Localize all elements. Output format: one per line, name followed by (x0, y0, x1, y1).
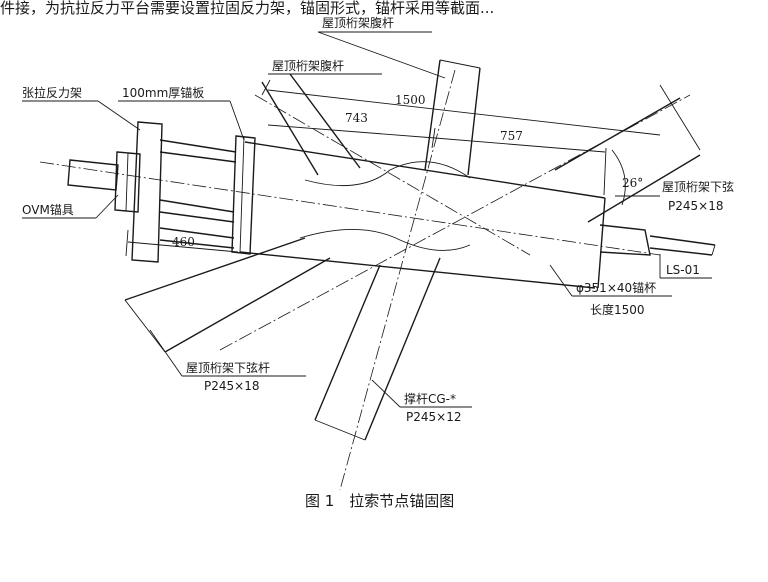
label-ovm: OVM锚具 (22, 202, 74, 217)
label-anchor-plate: 100mm厚锚板 (122, 85, 204, 100)
label-lower-chord-right: 屋顶桁架下弦 (662, 179, 734, 194)
reaction-frame (131, 121, 237, 263)
lower-chord-member (124, 84, 701, 353)
dimension-lines (125, 79, 661, 257)
brace-member (314, 257, 441, 441)
figure-caption: 图 1 拉索节点锚固图 (305, 492, 454, 510)
leader-lines (22, 31, 712, 408)
label-cable: LS-01 (666, 263, 700, 277)
label-reaction-frame: 张拉反力架 (22, 85, 82, 100)
label-cup-length: 长度1500 (590, 302, 645, 317)
ovm-anchorage (67, 151, 141, 213)
dim-460: 460 (172, 235, 195, 249)
dim-angle: 26° (622, 176, 643, 190)
anchor-plate (231, 135, 256, 255)
label-cup: φ351×40锚杯 (576, 280, 656, 295)
label-lower-chord-right-size: P245×18 (668, 199, 723, 213)
label-brace: 撑杆CG-* (404, 391, 456, 406)
label-lower-chord-left-size: P245×18 (204, 379, 259, 393)
web-member-vertical (424, 59, 481, 176)
dim-757: 757 (500, 129, 523, 143)
label-web-top: 屋顶桁架腹杆 (322, 16, 394, 30)
dim-1500: 1500 (395, 93, 426, 107)
top-cropped-text: 件接，为抗拉反力平台需要设置拉固反力架，锚固形式，锚杆采用等截面... (0, 0, 494, 17)
dim-743: 743 (345, 111, 368, 125)
label-web-mid: 屋顶桁架腹杆 (272, 59, 344, 73)
cable-ls01 (599, 224, 716, 256)
web-member-diagonal (261, 73, 361, 176)
label-brace-size: P245×12 (406, 410, 461, 424)
anchor-cup (239, 141, 606, 289)
label-lower-chord-left: 屋顶桁架下弦杆 (186, 360, 270, 375)
